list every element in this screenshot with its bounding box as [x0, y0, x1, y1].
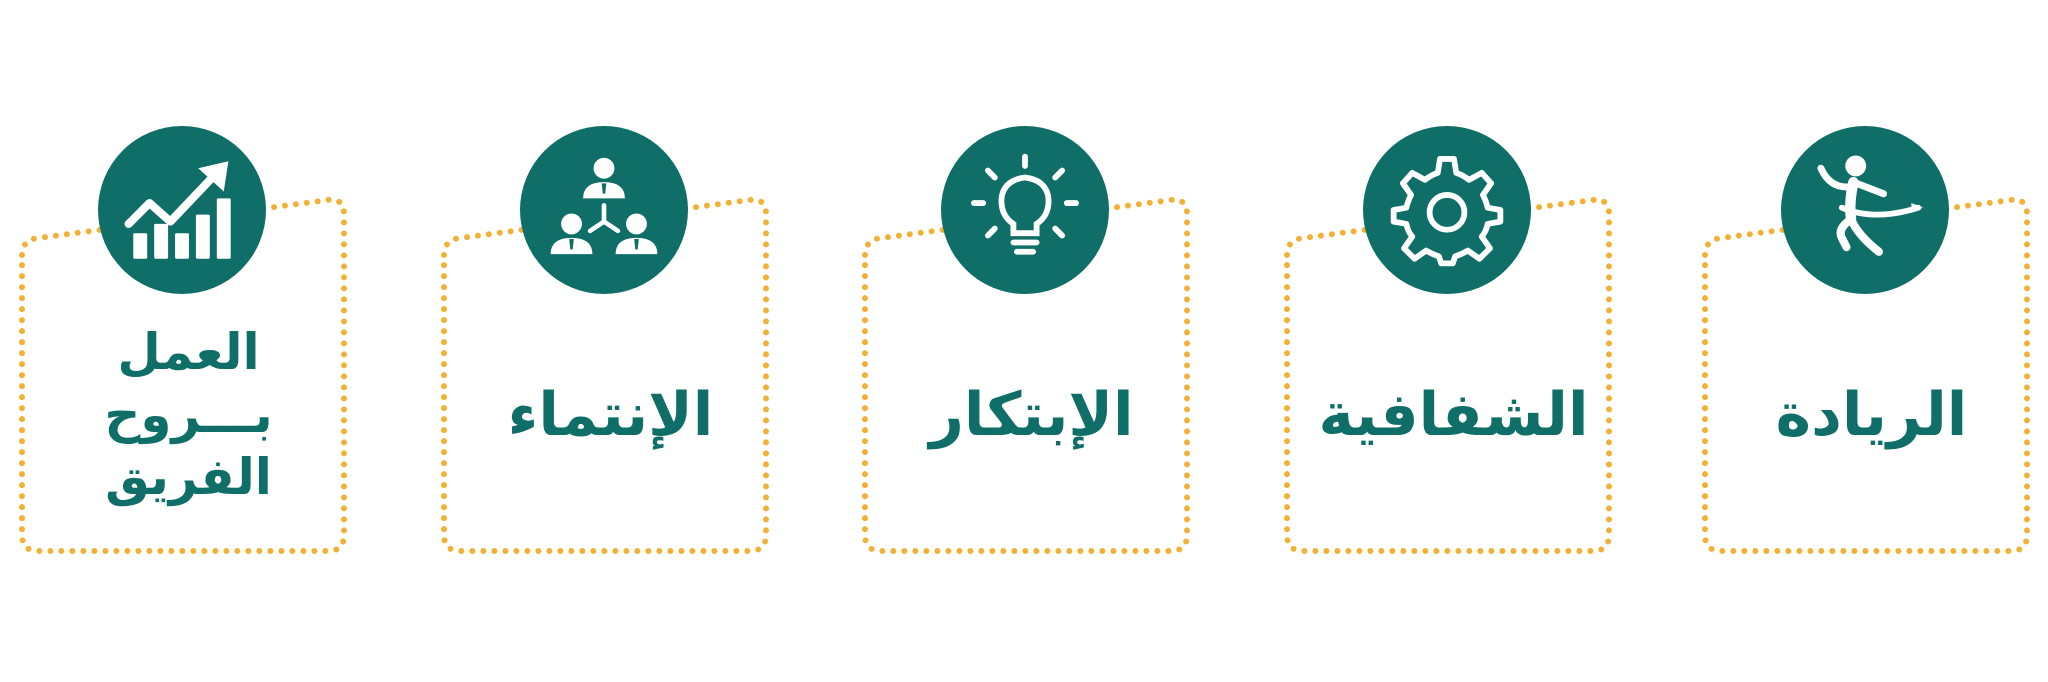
- icon-circle: [98, 126, 266, 294]
- value-label: الإبتكار: [869, 300, 1194, 530]
- value-label-line: الريادة: [1775, 380, 1968, 450]
- value-card-leadership: الريادة: [1701, 0, 2041, 682]
- dotted-frame: [1702, 196, 2030, 554]
- value-label-line: الفريق: [105, 448, 272, 507]
- icon-circle: [941, 126, 1109, 294]
- team-network-icon: [550, 157, 658, 255]
- value-label-line: الإبتكار: [929, 380, 1134, 450]
- icon-circle: [520, 126, 688, 294]
- value-label: الشفافية: [1291, 300, 1616, 530]
- gear-icon: [1390, 156, 1504, 267]
- value-card-belonging: الإنتماء: [440, 0, 780, 682]
- value-label-line: الإنتماء: [507, 380, 714, 450]
- value-card-teamwork: العمل بـــروح الفريق: [18, 0, 358, 682]
- value-label: الريادة: [1709, 300, 2034, 530]
- value-label-line: الشفافية: [1318, 380, 1589, 450]
- runner-finish-line-icon: [1817, 155, 1923, 256]
- dotted-frame: [441, 196, 769, 554]
- value-label-line: بـــروح: [104, 385, 273, 444]
- dotted-frame: [19, 196, 347, 554]
- icon-circle: [1363, 126, 1531, 294]
- value-label: العمل بـــروح الفريق: [26, 300, 351, 530]
- value-card-transparency: الشفافية: [1283, 0, 1623, 682]
- lightbulb-icon: [971, 153, 1079, 255]
- value-card-innovation: الإبتكار: [861, 0, 1201, 682]
- value-label: الإنتماء: [448, 300, 773, 530]
- growth-chart-icon: [124, 161, 231, 259]
- dotted-frame: [1284, 196, 1612, 554]
- icon-circle: [1781, 126, 1949, 294]
- value-label-line: العمل: [117, 323, 260, 382]
- dotted-frame: [862, 196, 1190, 554]
